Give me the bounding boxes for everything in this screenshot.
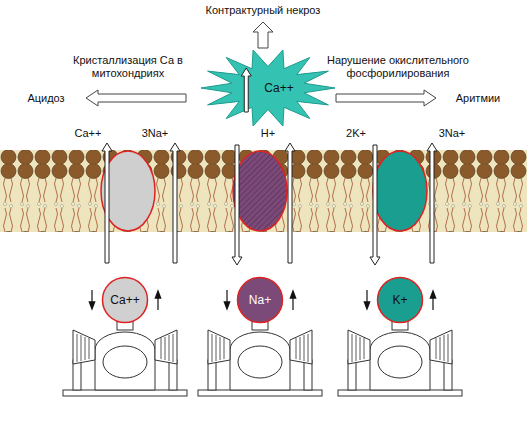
outcome-label: Аритмии (443, 92, 513, 105)
outcome-label: Нарушение окислительного фосфорилировани… (323, 54, 473, 80)
outcome-label: Кристаллизация Са в митохондриях (69, 54, 187, 80)
ion-label: 3Na+ (135, 127, 175, 140)
outcome-label: Ацидоз (11, 92, 81, 105)
ion-label: Ca++ (68, 127, 108, 140)
pump-circle: K+ (376, 276, 424, 324)
ion-name: Ca++ (110, 293, 139, 307)
ion-name: Ca++ (264, 81, 293, 95)
outcome-label: Контрактурный некроз (183, 4, 343, 17)
ion-label: 3Na+ (432, 127, 472, 140)
ion-name: Na+ (249, 293, 271, 307)
ion-label: H+ (253, 127, 283, 140)
ion-name: K+ (392, 293, 407, 307)
calcium-burst: Ca++ (200, 48, 336, 128)
ion-label: 2K+ (338, 127, 374, 140)
pump-circle: Ca++ (101, 276, 149, 324)
pump-circle: Na+ (236, 276, 284, 324)
